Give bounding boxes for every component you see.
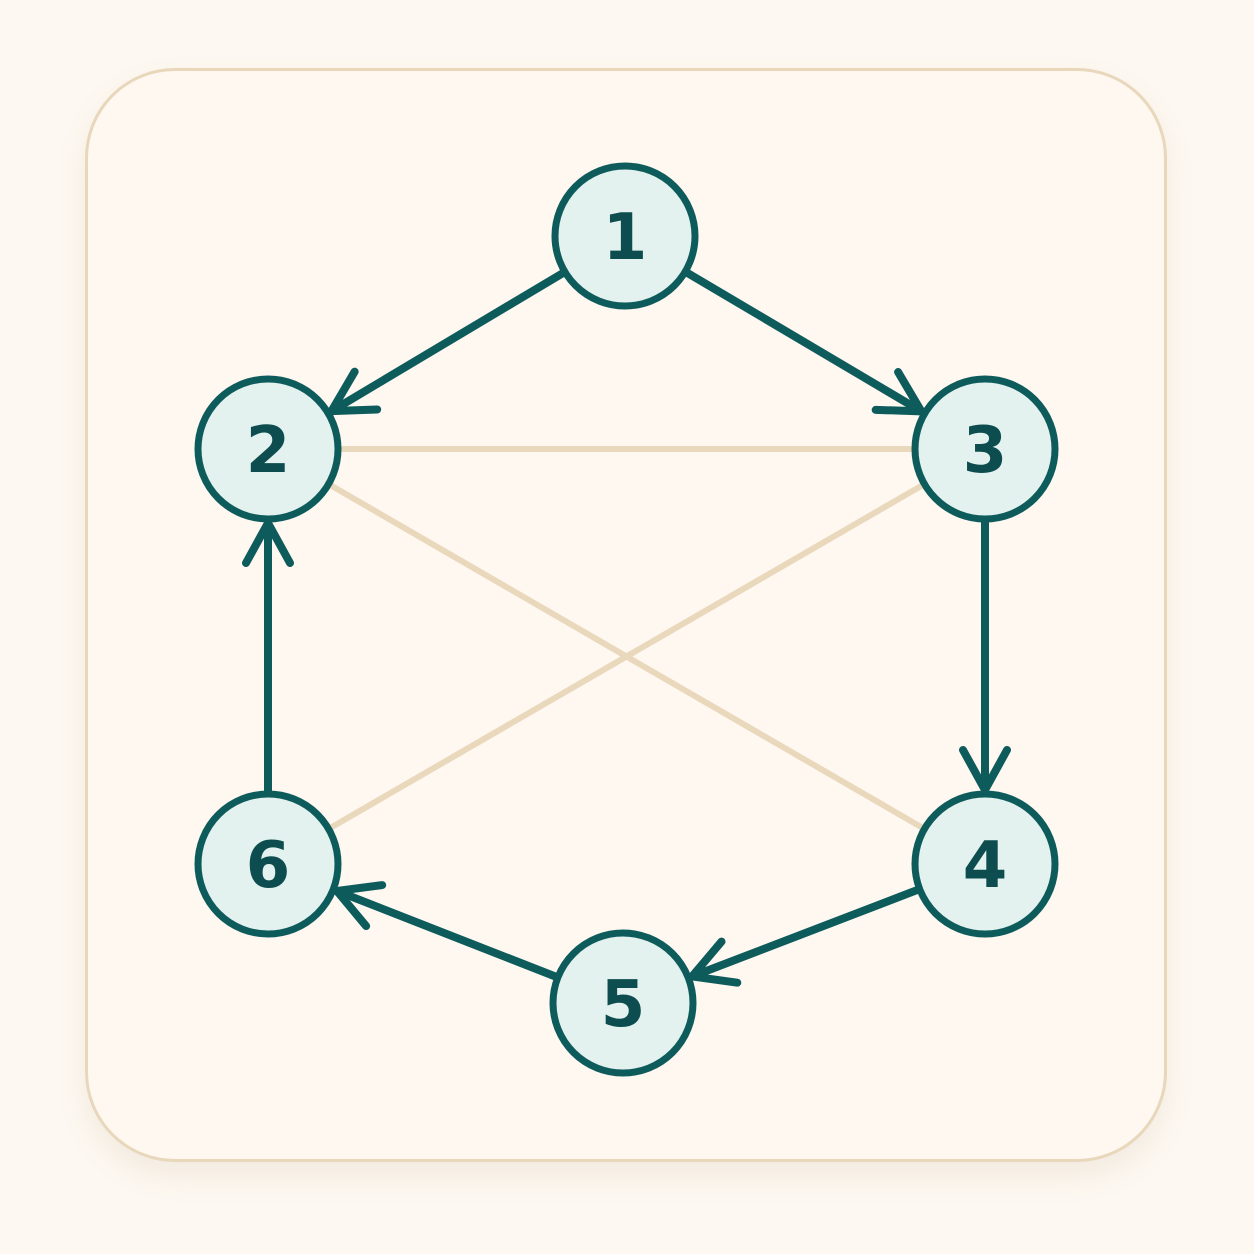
arrow-shaft xyxy=(682,268,922,414)
arrow-head xyxy=(688,937,742,987)
arrow-3-to-4 xyxy=(959,517,1011,794)
arrow-shaft xyxy=(691,885,922,980)
node-circle xyxy=(911,790,1059,938)
arrow-head xyxy=(327,367,382,416)
arrow-1-to-2 xyxy=(327,268,568,416)
node-label: 3 xyxy=(963,414,1008,488)
arrow-head xyxy=(242,519,294,567)
node-3: 3 xyxy=(911,375,1059,523)
node-circle xyxy=(551,162,699,310)
node-label: 2 xyxy=(246,414,291,488)
node-label: 4 xyxy=(963,829,1008,903)
node-6: 6 xyxy=(194,790,342,938)
arrow-shaft xyxy=(330,268,568,414)
node-label: 1 xyxy=(603,201,648,275)
directed-edges xyxy=(242,268,1011,987)
node-label: 6 xyxy=(246,829,291,903)
graph-nodes: 1 2 3 4 5 6 xyxy=(194,162,1059,1077)
node-4: 4 xyxy=(911,790,1059,938)
node-circle xyxy=(549,929,697,1077)
arrow-4-to-5 xyxy=(688,885,922,987)
node-5: 5 xyxy=(549,929,697,1077)
node-circle xyxy=(194,375,342,523)
arrow-head xyxy=(332,881,387,931)
arrow-head xyxy=(959,746,1011,794)
node-circle xyxy=(911,375,1059,523)
node-circle xyxy=(194,790,342,938)
arrow-head xyxy=(871,368,926,416)
arrow-1-to-3 xyxy=(682,268,926,416)
arrow-5-to-6 xyxy=(332,881,560,981)
node-1: 1 xyxy=(551,162,699,310)
arrow-shaft xyxy=(336,888,560,981)
undirected-edges xyxy=(325,446,928,832)
edge-3-6 xyxy=(325,481,928,832)
arrow-6-to-2 xyxy=(242,519,294,796)
node-2: 2 xyxy=(194,375,342,523)
node-label: 5 xyxy=(601,968,646,1042)
